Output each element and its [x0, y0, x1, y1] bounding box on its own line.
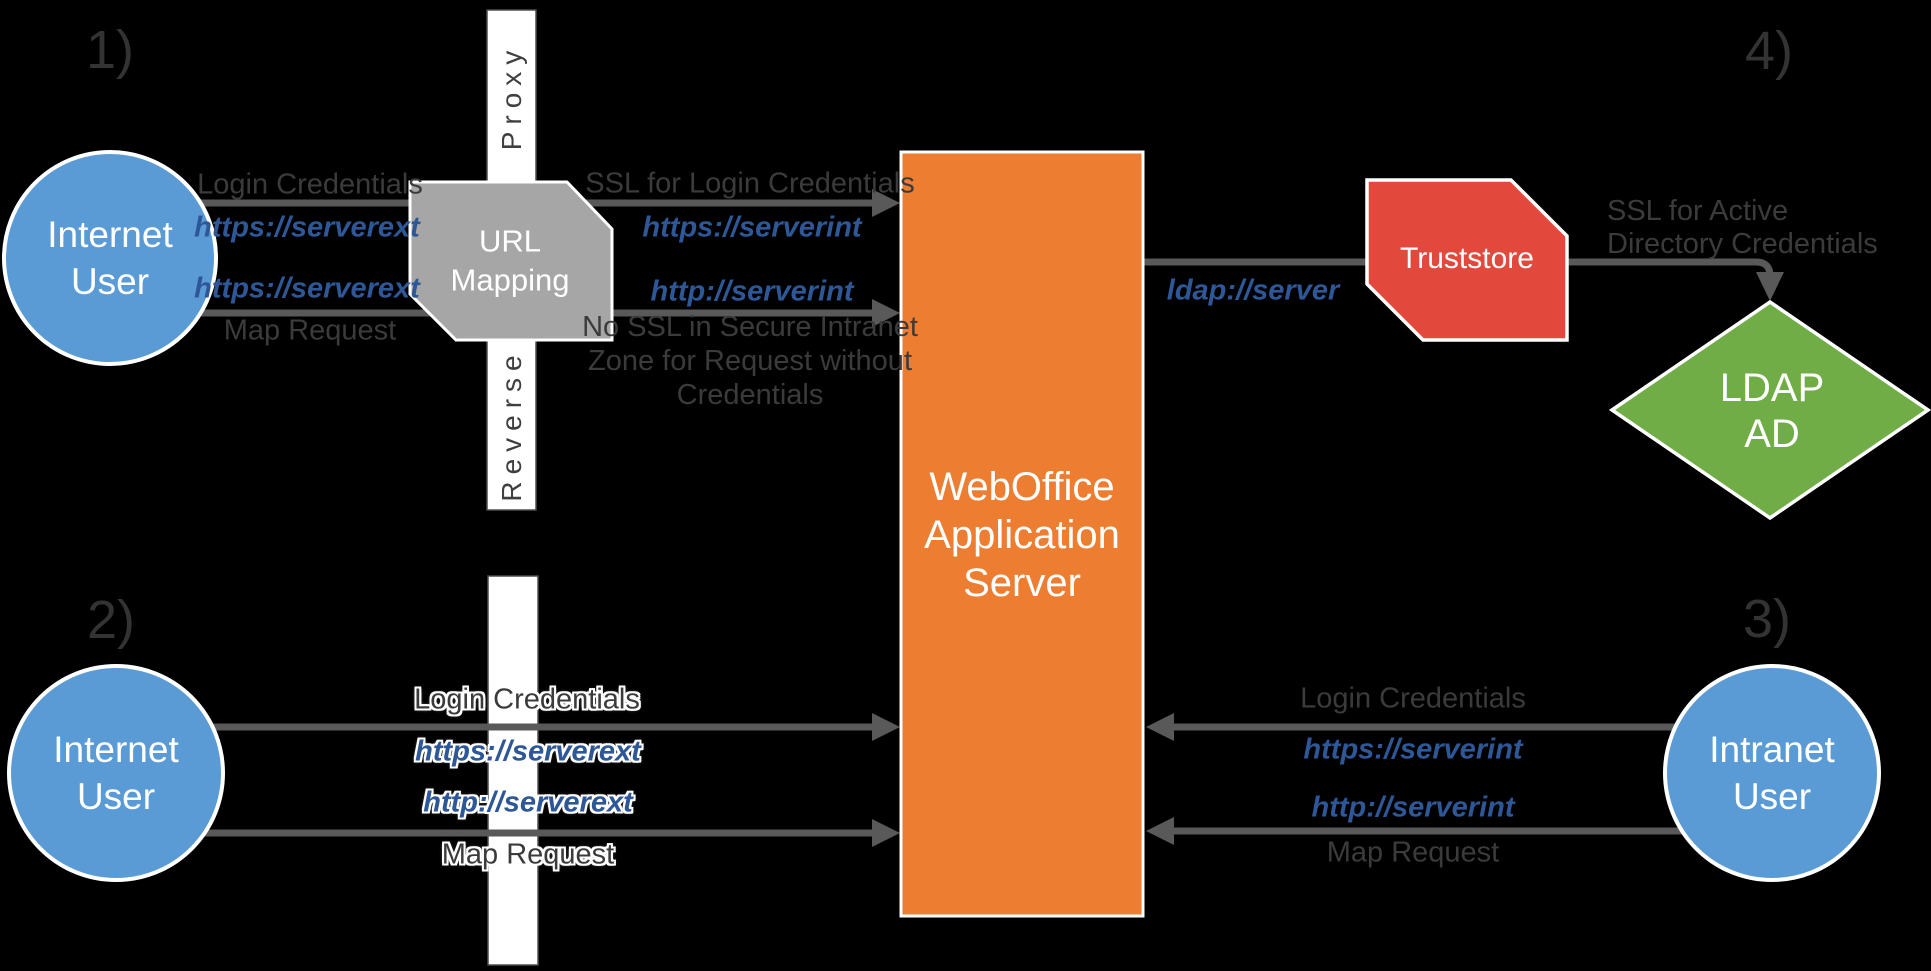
node-label-truststore: Truststore [1400, 242, 1534, 275]
edge-url-bottomleft-http-serverext: http://serverext [423, 786, 633, 819]
node-truststore [1365, 178, 1569, 342]
node-label-internet-user-bottom: Internet User [53, 729, 179, 817]
edge-label-top-map-request: Map Request [223, 314, 397, 347]
node-label-intranet-user: Intranet User [1709, 729, 1835, 817]
edge-url-http-serverint: http://serverint [650, 275, 854, 308]
edge-label-ssl-active-directory: SSL for Active Directory Credentials [1607, 195, 1878, 260]
edge-url-top-https-serverext-2: https://serverext [194, 272, 420, 305]
arrowhead-bottomright-map [1146, 817, 1174, 845]
edge-label-top-login-credentials: Login Credentials [197, 168, 423, 201]
node-ldap-ad [1608, 299, 1931, 521]
edge-url-https-serverint: https://serverint [642, 211, 862, 244]
section-label-4: 4) [1744, 21, 1794, 81]
edge-url-bottomright-http-serverint: http://serverint [1311, 791, 1515, 824]
edge-label-ssl-login-credentials: SSL for Login Credentials [585, 167, 915, 200]
node-label-ldap-ad: LDAP AD [1719, 366, 1825, 456]
section-label-2: 2) [86, 590, 136, 650]
arrowhead-bottomleft-map [872, 819, 900, 847]
edge-label-bottomleft-login-credentials: Login Credentials [414, 683, 640, 716]
reverse-proxy-word-proxy: Proxy [496, 43, 527, 151]
arrowhead-bottomleft-login [872, 713, 900, 741]
edge-label-no-ssl-intranet-zone: No SSL in Secure Intranet Zone for Reque… [582, 311, 918, 411]
node-intranet-user [1663, 664, 1881, 882]
node-label-weboffice: WebOffice Application Server [924, 465, 1120, 605]
arrowhead-top-login [872, 189, 900, 217]
section-label-3: 3) [1742, 589, 1792, 649]
node-weboffice-server [899, 150, 1145, 918]
arrowhead-top-map [872, 299, 900, 327]
arrowhead-bottomright-login [1146, 713, 1174, 741]
edge-label-bottomright-login-credentials: Login Credentials [1300, 682, 1526, 715]
node-label-url-mapping: URL Mapping [450, 223, 570, 297]
node-internet-user-bottom [7, 664, 225, 882]
edge-url-bottomleft-https-serverext: https://serverext [415, 735, 641, 768]
edge-label-bottomleft-map-request: Map Request [441, 838, 615, 871]
reverse-proxy-bar-bottom [487, 575, 539, 966]
edge-url-bottomright-https-serverint: https://serverint [1303, 733, 1523, 766]
node-internet-user-top [2, 150, 218, 366]
edge-url-ldap-server: ldap://server [1166, 274, 1340, 307]
node-url-mapping [408, 180, 614, 342]
arrowhead-ldap-down [1756, 272, 1784, 301]
section-label-1: 1) [85, 20, 135, 80]
reverse-proxy-word-reverse: Reverse [496, 348, 527, 502]
edge-label-bottomright-map-request: Map Request [1326, 836, 1500, 869]
edge-url-top-https-serverext: https://serverext [194, 211, 420, 244]
node-label-internet-user-top: Internet User [47, 214, 173, 302]
